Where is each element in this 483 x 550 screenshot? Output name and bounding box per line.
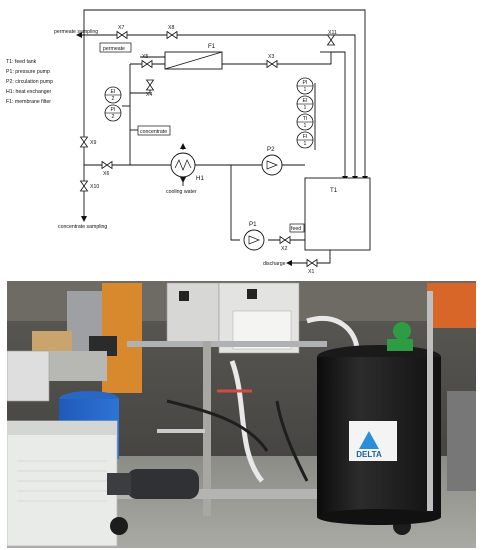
- cooling-out-arrow: [180, 177, 186, 183]
- instrument-number: 1: [304, 141, 307, 147]
- feed-tank-t1: T1 feed: [289, 177, 371, 251]
- instrument-number: 1: [304, 123, 307, 129]
- chiller-unit: [7, 420, 118, 547]
- legend-item-t1: T1: feed tank: [6, 59, 37, 65]
- right-frame: [447, 391, 476, 491]
- instrument-pi-1: PI1: [296, 77, 314, 95]
- delta-logo-icon: [359, 431, 379, 449]
- membrane-filter-f1: F1: [164, 43, 223, 70]
- instrument-tag: EI: [111, 89, 116, 95]
- switch-right: [247, 289, 257, 299]
- control-box-left: [166, 282, 220, 344]
- instrument-number: 1: [304, 87, 307, 93]
- cooling-water-label: cooling water: [166, 189, 197, 195]
- valve-x4: X4: [145, 79, 155, 98]
- valve-x8: X8: [166, 25, 178, 40]
- valve-x2-label: X2: [281, 246, 287, 252]
- permeate-box: permeate: [99, 42, 132, 53]
- caster-wheel-left: [110, 517, 128, 535]
- valve-x3: X3: [266, 54, 278, 69]
- hoses: [157, 315, 360, 483]
- valve-x5-label: X5: [142, 54, 148, 60]
- valve-x6-label: X6: [103, 171, 109, 177]
- legend-item-f1: F1: membrane filter: [6, 99, 51, 105]
- switch-left: [179, 291, 189, 301]
- valve-x7: X7: [116, 25, 128, 40]
- green-cap: [387, 339, 413, 351]
- valve-x7-label: X7: [118, 25, 124, 31]
- svg-text:concentrate: concentrate: [140, 129, 167, 135]
- chiller-top: [7, 421, 117, 435]
- pump-head: [107, 473, 131, 495]
- valve-x6: X6: [101, 160, 113, 177]
- instrument-tag: TI: [303, 116, 308, 122]
- valve-x9: X9: [79, 136, 96, 148]
- frame-upright: [203, 341, 211, 516]
- valve-x3-label: X3: [268, 54, 274, 60]
- tank-logo-text: DELTA: [356, 450, 382, 459]
- valve-x9-label: X9: [90, 140, 96, 146]
- p2-label: P2: [267, 146, 275, 153]
- frame-top-rail: [127, 341, 327, 347]
- valve-x4-label: X4: [146, 92, 152, 98]
- instrument-pi-2: PI2: [104, 104, 122, 122]
- f1-label: F1: [208, 43, 216, 50]
- p1-label: P1: [249, 221, 257, 228]
- legend-item-p2: P2: circulation pump: [6, 79, 53, 85]
- instrument-tag: FI: [303, 134, 308, 140]
- instrument-panel: [7, 350, 50, 402]
- legend: T1: feed tank P1: pressure pump P2: circ…: [6, 59, 53, 105]
- cardboard-box: [32, 331, 72, 351]
- instrument-tag: PI: [303, 80, 308, 86]
- instrument-tag: EI: [303, 98, 308, 104]
- instrument-tag: PI: [111, 107, 116, 113]
- valve-x5: X5: [141, 54, 153, 69]
- legend-item-h1: H1: heat exchanger: [6, 89, 52, 95]
- valve-x10: X10: [79, 180, 99, 192]
- instrument-number: 2: [112, 114, 115, 120]
- valve-x1-label: X1: [308, 269, 314, 275]
- concentrate-sampling-arrow: [81, 216, 87, 222]
- concentrate-box: concentrate: [137, 125, 171, 136]
- instrument-fi-1: FI1: [296, 131, 314, 149]
- cooling-in-arrow: [180, 143, 186, 149]
- orange-panel-right: [427, 283, 476, 328]
- process-flow-diagram: T1: feed tank P1: pressure pump P2: circ…: [6, 9, 371, 275]
- green-lid: [393, 322, 411, 340]
- valve-x1: X1: [306, 258, 318, 275]
- frame-base: [87, 489, 417, 499]
- instrument-number: 1: [304, 105, 307, 111]
- valve-x11-label: X11: [328, 30, 337, 36]
- instrument-ei-2: EI2: [104, 86, 122, 104]
- concentrate-sampling-label: concentrate sampling: [58, 224, 107, 230]
- svg-text:permeate: permeate: [103, 46, 125, 52]
- circulation-pump-p2: P2: [261, 146, 283, 176]
- instrument-ei-1: EI1: [296, 95, 314, 113]
- pump-motor: [127, 469, 199, 499]
- feed-box: [289, 223, 305, 233]
- legend-item-p1: P1: pressure pump: [6, 69, 50, 75]
- feed-box-label: feed: [291, 226, 301, 232]
- t1-label: T1: [330, 187, 338, 194]
- valve-x8-label: X8: [168, 25, 174, 31]
- instrument-ti-1: TI1: [296, 113, 314, 131]
- discharge-label: discharge: [263, 261, 286, 267]
- instrument-number: 2: [112, 96, 115, 102]
- valve-x2: X2: [279, 235, 291, 252]
- valve-x10-label: X10: [90, 184, 99, 190]
- chiller-vents: [17, 460, 107, 502]
- setup-photo: DELTA: [7, 281, 476, 548]
- discharge-arrow: [286, 260, 292, 266]
- pipe-column: [427, 291, 433, 511]
- valve-x11: X11: [326, 30, 337, 46]
- h1-label: H1: [196, 175, 204, 182]
- heat-exchanger-h1: H1 cooling water: [166, 152, 204, 195]
- pressure-pump-p1: P1: [243, 221, 265, 251]
- permeate-sampling-arrow: [76, 32, 82, 38]
- feed-tank-photo: DELTA: [317, 322, 441, 525]
- permeate-sampling-label: permeate sampling: [54, 29, 98, 35]
